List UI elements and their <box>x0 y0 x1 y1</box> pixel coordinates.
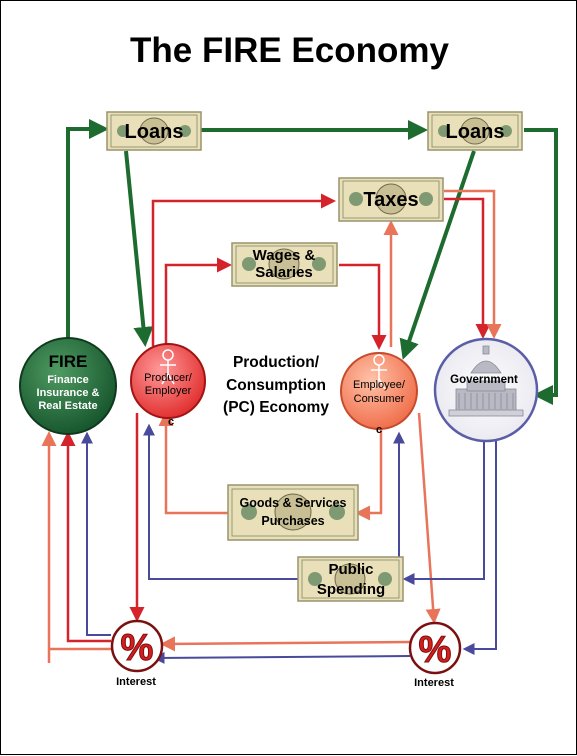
bill-public-spending: Public Spending <box>297 556 404 602</box>
bill-public-label-1: Public <box>328 561 373 578</box>
arrow-wages-to-consumer <box>339 263 387 350</box>
capitol-icon <box>448 345 524 417</box>
interest-right-label: Interest <box>414 677 454 689</box>
arrow-government-to-interest <box>462 441 497 655</box>
producer-line-2: Employer <box>145 385 192 397</box>
bill-taxes-label: Taxes <box>363 189 418 211</box>
person-icon <box>371 354 387 390</box>
center-line-1: Production/ <box>233 354 320 371</box>
producer-mark: c <box>168 416 174 428</box>
consumer-line-2: Consumer <box>354 393 405 405</box>
arrow-taxes-to-government <box>444 197 491 339</box>
government-label: Government <box>450 374 518 386</box>
red-arrows <box>60 193 491 643</box>
arrow-government-to-public <box>402 441 485 585</box>
arrow-loans-to-government <box>524 128 558 405</box>
arrow-loans-to-producer <box>124 150 154 347</box>
consumer-line-1: Employee/ <box>353 379 406 391</box>
node-fire: FIRE Finance Insurance & Real Estate <box>19 337 117 435</box>
center-line-2: Consumption <box>226 377 326 394</box>
arrow-producer-to-wages <box>164 257 232 346</box>
producer-line-1: Producer/ <box>144 372 193 384</box>
arrow-fire-to-loans <box>66 119 109 339</box>
interest-right: % Interest <box>408 621 462 689</box>
arrow-public-to-producer <box>143 423 299 580</box>
arrow-loans-to-consumer <box>399 150 476 360</box>
arrow-producer-to-taxes <box>151 193 336 346</box>
percent-icon: % <box>419 629 452 670</box>
arrow-taxes-to-government-2 <box>444 189 502 339</box>
node-government: Government <box>433 337 539 443</box>
consumer-mark: c <box>376 424 382 436</box>
fire-line-3: Real Estate <box>38 400 97 412</box>
bill-public-label-2: Spending <box>317 581 385 598</box>
bill-goods-services: Goods & Services Purchases <box>227 484 359 541</box>
bill-goods-label-1: Goods & Services <box>240 496 347 510</box>
arrow-interest-to-interest <box>160 636 412 652</box>
salmon-arrows <box>41 189 502 663</box>
node-producer: Producer/ Employer c <box>130 343 206 428</box>
bill-loans-right: Loans <box>427 111 523 151</box>
person-icon <box>160 349 176 385</box>
blue-arrows <box>81 423 497 664</box>
bill-wages: Wages & Salaries <box>231 242 338 287</box>
bill-wages-label-1: Wages & <box>253 247 316 264</box>
bill-wages-label-2: Salaries <box>255 264 313 281</box>
arrow-goods-to-producer <box>158 411 229 515</box>
bill-loans-left: Loans <box>106 111 202 151</box>
fire-line-2: Insurance & <box>37 387 100 399</box>
bill-loans-left-label: Loans <box>125 121 184 143</box>
percent-icon: % <box>121 627 154 668</box>
interest-left-label: Interest <box>116 676 156 688</box>
node-consumer: Employee/ Consumer c <box>340 352 418 436</box>
arrow-consumer-to-interest <box>417 412 441 624</box>
arrow-interest-to-interest-2 <box>152 651 411 664</box>
arrow-interest-to-fire-3 <box>81 431 111 636</box>
bill-loans-right-label: Loans <box>446 121 505 143</box>
arrow-interest-to-fire-2 <box>41 431 113 663</box>
interest-left: % Interest <box>110 619 164 688</box>
center-label: Production/ Consumption (PC) Economy <box>223 354 329 416</box>
bill-taxes: Taxes <box>338 177 444 222</box>
center-line-3: (PC) Economy <box>223 399 329 416</box>
green-loan-arrows <box>66 119 558 405</box>
fire-title: FIRE <box>49 352 88 371</box>
arrow-interest-to-fire <box>60 431 111 643</box>
page-title: The FIRE Economy <box>130 31 449 70</box>
arrow-consumer-to-goods <box>355 429 383 521</box>
fire-line-1: Finance <box>47 374 89 386</box>
bill-goods-label-2: Purchases <box>261 514 324 528</box>
